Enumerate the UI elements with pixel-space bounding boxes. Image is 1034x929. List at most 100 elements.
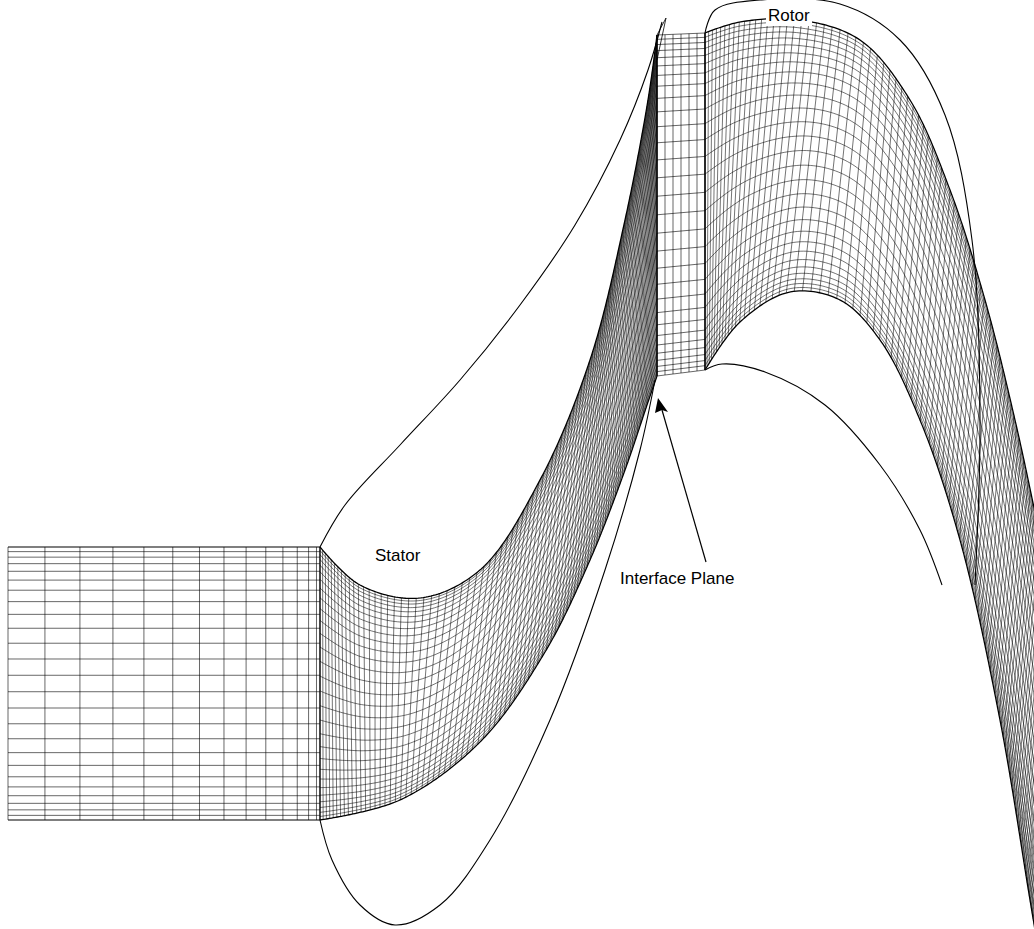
inlet-station-line xyxy=(199,547,200,820)
rotor-span-line xyxy=(705,287,1034,929)
interface-span-line xyxy=(657,361,705,367)
inlet-span-line xyxy=(8,708,320,709)
stator-span-line xyxy=(320,75,657,622)
interface-span-line xyxy=(657,140,705,143)
inlet-span-line xyxy=(8,776,320,777)
inlet-station-line xyxy=(316,547,317,820)
interface-span-line xyxy=(657,42,705,44)
stator-span-line xyxy=(320,376,657,820)
rotor-span-line xyxy=(705,279,1034,929)
inlet-span-line xyxy=(8,658,320,659)
inlet-span-line xyxy=(8,803,320,804)
interface-span-line xyxy=(657,307,705,312)
interface-span-line xyxy=(657,211,705,215)
interface-span-line xyxy=(657,174,705,178)
stator-span-line xyxy=(320,98,657,636)
inlet-station-line xyxy=(297,547,298,820)
interface-span-line xyxy=(657,33,705,35)
inlet-span-line xyxy=(8,628,320,629)
interface-span-line xyxy=(657,294,705,299)
stator-span-line xyxy=(320,196,657,695)
rotor-span-line xyxy=(705,273,1034,929)
arrowhead xyxy=(655,398,668,413)
stator-span-line xyxy=(320,268,657,740)
inlet-span-line xyxy=(8,809,320,810)
inlet-span-line xyxy=(8,601,320,602)
rotor-station-line xyxy=(1023,596,1034,854)
inlet-station-line xyxy=(112,547,113,820)
mesh-lines xyxy=(8,18,1034,929)
interface-span-line xyxy=(657,370,705,376)
interface-span-line xyxy=(657,192,705,196)
rotor-span-line xyxy=(705,180,1034,851)
stator-span-line xyxy=(320,143,657,663)
rotor-span-line xyxy=(705,251,1034,921)
stator-span-line xyxy=(320,372,657,817)
inlet-span-line xyxy=(8,643,320,644)
leader-line xyxy=(662,410,706,562)
stator-span-line xyxy=(320,160,657,673)
interface-span-line xyxy=(657,355,705,361)
interface-span-line xyxy=(657,279,705,284)
inlet-station-line xyxy=(282,547,283,820)
interface-span-line xyxy=(657,48,705,50)
interface-span-line xyxy=(657,229,705,233)
stator-span-line xyxy=(320,353,657,802)
rotor-span-line xyxy=(705,151,1034,823)
inlet-span-line xyxy=(8,675,320,676)
interface-span-line xyxy=(657,319,705,324)
rotor-span-line xyxy=(705,136,1034,809)
stator-span-line xyxy=(320,35,657,598)
rotor-span-line xyxy=(705,27,1034,708)
rotor-span-line xyxy=(705,260,1034,929)
stator-span-line xyxy=(320,313,657,770)
stator-span-line xyxy=(320,299,657,761)
rotor-span-line xyxy=(705,95,1034,770)
inlet-station-line xyxy=(172,547,173,820)
blade-outline xyxy=(705,0,980,585)
interface-span-line xyxy=(657,109,705,112)
stator-span-line xyxy=(320,366,657,812)
inlet-span-line xyxy=(8,738,320,739)
inlet-span-line xyxy=(8,580,320,581)
inlet-span-line xyxy=(8,723,320,724)
stator-span-line xyxy=(320,178,657,684)
rotor-span-line xyxy=(705,242,1034,912)
interface-span-line xyxy=(657,339,705,345)
inlet-station-line xyxy=(79,547,80,820)
rotor-span-line xyxy=(705,38,1034,717)
inlet-span-line xyxy=(8,551,320,552)
inlet-span-line xyxy=(8,691,320,692)
interface-span-line xyxy=(657,156,705,159)
interface-span-line xyxy=(657,348,705,354)
interface-span-line xyxy=(657,124,705,127)
rotor-span-line xyxy=(705,194,1034,865)
leader-arrow xyxy=(655,398,706,562)
interface-span-line xyxy=(657,330,705,336)
stator-span-line xyxy=(320,360,657,807)
interface-span-line xyxy=(657,55,705,57)
stator-span-line xyxy=(320,127,657,653)
interface-span-line xyxy=(657,73,705,75)
inlet-span-line xyxy=(8,819,320,820)
rotor-span-line xyxy=(705,53,1034,731)
stator-span-line xyxy=(320,58,657,612)
interface-span-line xyxy=(657,37,705,39)
rotor-span-line xyxy=(705,220,1034,890)
stator-span-line xyxy=(320,325,657,779)
inlet-station-line xyxy=(223,547,224,820)
part-label: Stator xyxy=(373,546,422,566)
stator-span-line xyxy=(320,284,657,750)
inlet-station-line xyxy=(246,547,247,820)
inlet-span-line xyxy=(8,614,320,615)
inlet-span-line xyxy=(8,571,320,572)
inlet-span-line xyxy=(8,557,320,558)
stator-span-line xyxy=(320,66,657,617)
rotor-span-line xyxy=(705,267,1034,929)
rotor-span-line xyxy=(705,231,1034,901)
part-label: Interface Plane xyxy=(618,569,736,589)
stator-span-line xyxy=(320,215,657,706)
rotor-span-line xyxy=(705,45,1034,724)
